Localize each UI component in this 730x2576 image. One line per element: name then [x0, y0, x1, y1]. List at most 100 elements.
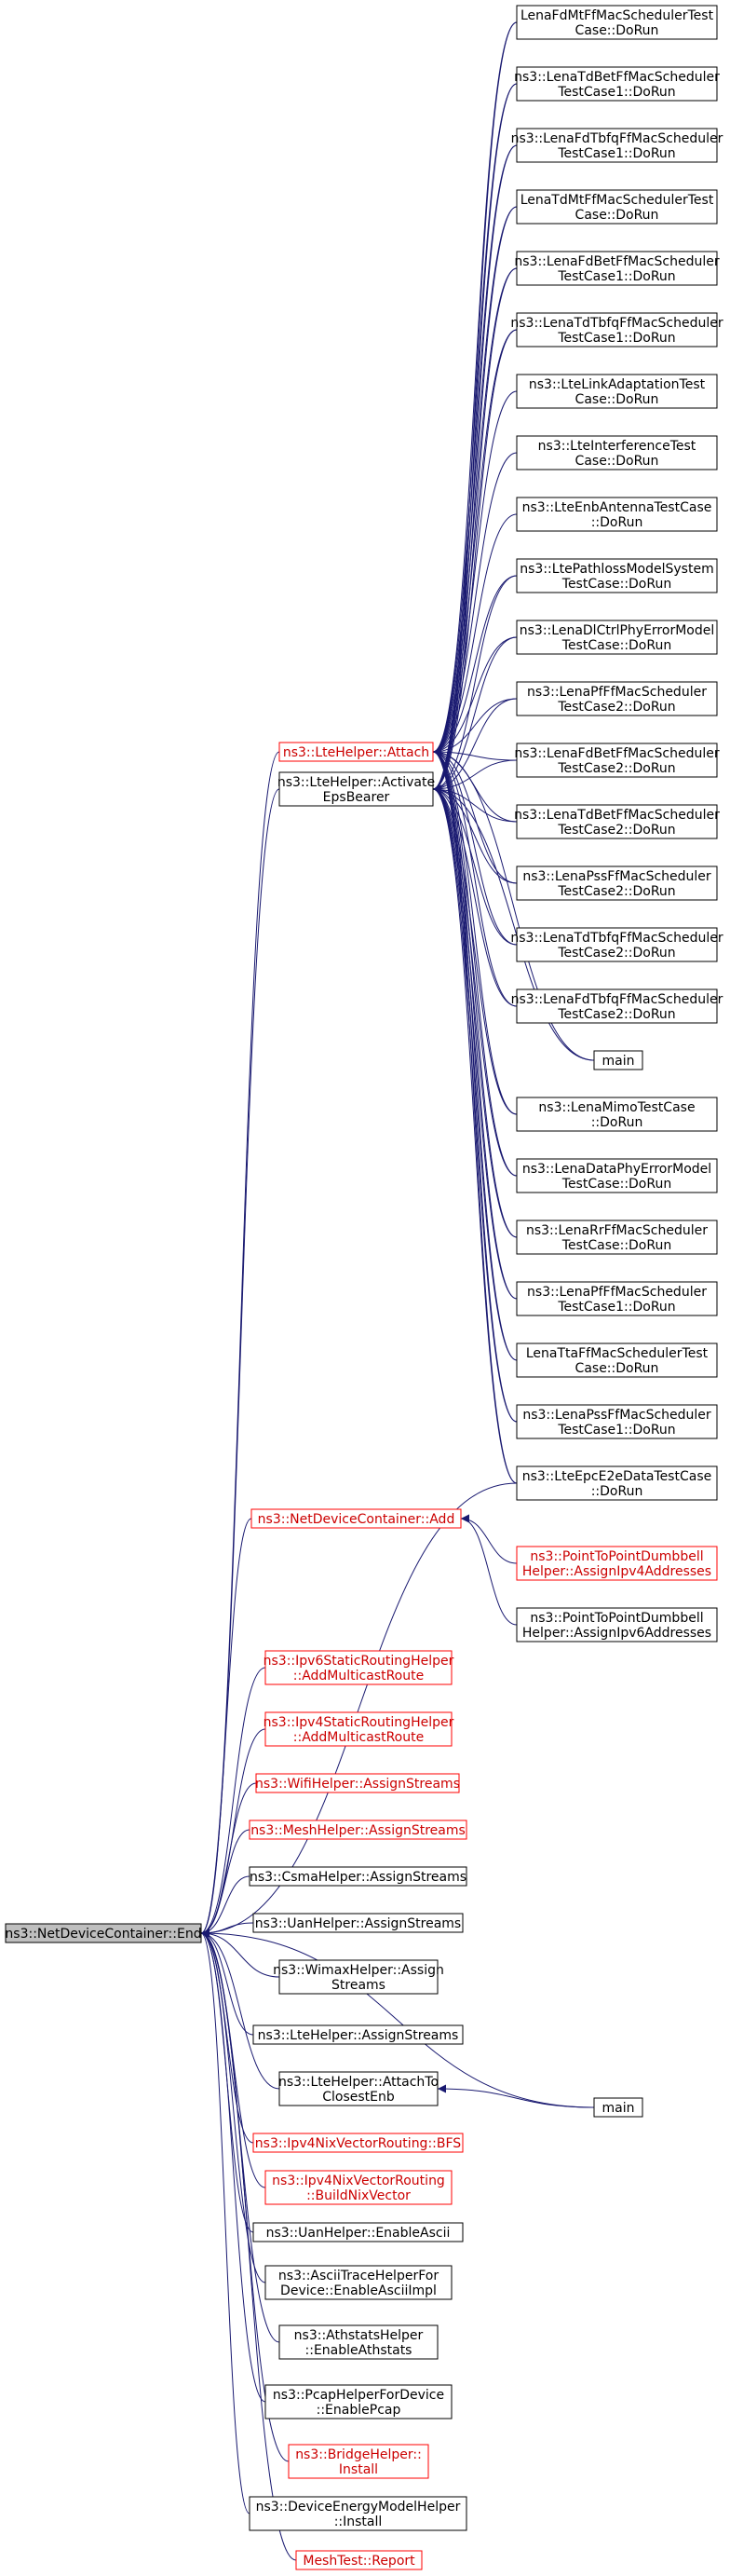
node-box — [516, 1281, 718, 1316]
node-label: ns3::LteHelper::AttachTo — [278, 2075, 439, 2090]
node-box — [264, 2384, 453, 2419]
node-ns3-ipv4nixvectorrouting-buildnixvector[interactable]: ns3::Ipv4NixVectorRouting::BuildNixVecto… — [264, 2170, 453, 2205]
node-ns3-pcaphelperfordevice-enablepcap[interactable]: ns3::PcapHelperForDevice::EnablePcap — [264, 2384, 453, 2419]
node-ns3-ipv4staticroutinghelper-addmulticastroute[interactable]: ns3::Ipv4StaticRoutingHelper::AddMultica… — [264, 1711, 454, 1747]
node-ns3-lenafdbetffmacscheduler-testcase1-dorun[interactable]: ns3::LenaFdBetFfMacSchedulerTestCase1::D… — [514, 251, 720, 286]
node-label: TestCase2::DoRun — [557, 884, 675, 899]
node-label: TestCase1::DoRun — [557, 1300, 675, 1315]
node-label: ns3::LteHelper::Attach — [283, 745, 429, 760]
node-box — [516, 1607, 718, 1642]
node-ns3-ltehelper-assignstreams[interactable]: ns3::LteHelper::AssignStreams — [252, 2024, 464, 2045]
edge-root-main2 — [200, 1929, 595, 2108]
edge-activate-t5 — [432, 267, 518, 794]
edge-attach-t13 — [432, 747, 518, 761]
node-ns3-wimaxhelper-assign-streams[interactable]: ns3::WimaxHelper::AssignStreams — [273, 1959, 444, 1995]
node-main[interactable]: main — [593, 2097, 643, 2118]
edge-activate-t15 — [432, 784, 518, 884]
node-box — [516, 927, 718, 962]
node-main[interactable]: main — [593, 1050, 643, 1070]
node-label: ns3::AsciiTraceHelperFor — [278, 2269, 439, 2283]
node-ns3-wifihelper-assignstreams[interactable]: ns3::WifiHelper::AssignStreams — [255, 1773, 460, 1793]
node-label: TestCase2::DoRun — [557, 1007, 675, 1022]
node-ns3-ipv6staticroutinghelper-addmulticastroute[interactable]: ns3::Ipv6StaticRoutingHelper::AddMultica… — [264, 1650, 454, 1685]
node-label: ns3::MeshHelper::AssignStreams — [250, 1823, 466, 1838]
node-ns3-lenapfffmacscheduler-testcase2-dorun[interactable]: ns3::LenaPfFfMacSchedulerTestCase2::DoRu… — [516, 681, 718, 716]
node-label: ns3::LenaFdBetFfMacScheduler — [514, 254, 719, 269]
node-ns3-athstatshelper-enableathstats[interactable]: ns3::AthstatsHelper::EnableAthstats — [278, 2324, 439, 2360]
node-ns3-lenapssffmacscheduler-testcase2-dorun[interactable]: ns3::LenaPssFfMacSchedulerTestCase2::DoR… — [516, 865, 718, 901]
node-ns3-lenadataphyerrormodel-testcase-dorun[interactable]: ns3::LenaDataPhyErrorModelTestCase::DoRu… — [516, 1158, 718, 1193]
edge-activate-t18 — [432, 784, 518, 1115]
node-label: ::EnableAthstats — [305, 2343, 412, 2358]
edge-activate-t23 — [432, 784, 518, 1423]
node-meshtest-report[interactable]: MeshTest::Report — [295, 2550, 423, 2570]
node-box — [516, 1158, 718, 1193]
node-ns3-pointtopointdumbbell-helper-assignipv4addresses[interactable]: ns3::PointToPointDumbbellHelper::AssignI… — [516, 1546, 718, 1581]
node-ns3-meshhelper-assignstreams[interactable]: ns3::MeshHelper::AssignStreams — [249, 1820, 467, 1840]
node-label: ns3::LenaTdTbfqFfMacScheduler — [510, 931, 723, 946]
node-ns3-lenadlctrlphyerrormodel-testcase-dorun[interactable]: ns3::LenaDlCtrlPhyErrorModelTestCase::Do… — [516, 620, 718, 655]
edge-activate-t2 — [432, 83, 518, 794]
node-ns3-lteepce2edatatestcase-dorun[interactable]: ns3::LteEpcE2eDataTestCase::DoRun — [516, 1465, 718, 1501]
edge-activate-t12 — [432, 698, 518, 794]
node-ns3-lenafdbetffmacscheduler-testcase2-dorun[interactable]: ns3::LenaFdBetFfMacSchedulerTestCase2::D… — [514, 743, 720, 778]
node-ns3-lenatdtbfqffmacscheduler-testcase1-dorun[interactable]: ns3::LenaTdTbfqFfMacSchedulerTestCase1::… — [510, 312, 723, 348]
node-ns3-ltehelper-attach[interactable]: ns3::LteHelper::Attach — [278, 742, 434, 762]
node-ns3-lenatdtbfqffmacscheduler-testcase2-dorun[interactable]: ns3::LenaTdTbfqFfMacSchedulerTestCase2::… — [510, 927, 723, 962]
node-label: Case::DoRun — [575, 23, 659, 38]
node-label: ns3::LenaTdBetFfMacScheduler — [514, 808, 720, 823]
node-box — [249, 1866, 467, 1887]
node-box — [516, 681, 718, 716]
node-ns3-lenapssffmacscheduler-testcase1-dorun[interactable]: ns3::LenaPssFfMacSchedulerTestCase1::DoR… — [516, 1404, 718, 1439]
edge-root-ipv6s — [200, 1667, 266, 1938]
edge-activate-t6 — [432, 329, 518, 794]
node-box — [250, 1508, 462, 1529]
node-ns3-pointtopointdumbbell-helper-assignipv6addresses[interactable]: ns3::PointToPointDumbbellHelper::AssignI… — [516, 1607, 718, 1642]
node-box — [249, 1820, 467, 1840]
node-ns3-lenatdbetffmacscheduler-testcase2-dorun[interactable]: ns3::LenaTdBetFfMacSchedulerTestCase2::D… — [514, 804, 720, 839]
node-ns3-ipv4nixvectorrouting-bfs[interactable]: ns3::Ipv4NixVectorRouting::BFS — [252, 2133, 464, 2153]
node-ns3-lenamimotestcase-dorun[interactable]: ns3::LenaMimoTestCase::DoRun — [516, 1097, 718, 1132]
node-label: ns3::AthstatsHelper — [294, 2328, 424, 2343]
node-ns3-lenapfffmacscheduler-testcase1-dorun[interactable]: ns3::LenaPfFfMacSchedulerTestCase1::DoRu… — [516, 1281, 718, 1316]
node-ns3-bridgehelper-install[interactable]: ns3::BridgeHelper::Install — [288, 2444, 429, 2479]
node-ns3-netdevicecontainer-end: ns3::NetDeviceContainer::End — [5, 1923, 202, 1943]
node-label: ns3::LenaTdTbfqFfMacScheduler — [510, 316, 723, 331]
node-label: ns3::DeviceEnergyModelHelper — [256, 2500, 461, 2515]
node-ns3-uanhelper-assignstreams[interactable]: ns3::UanHelper::AssignStreams — [252, 1913, 464, 1933]
node-ns3-ltepathlossmodelsystem-testcase-dorun[interactable]: ns3::LtePathlossModelSystemTestCase::DoR… — [516, 558, 718, 593]
edge-activate-t10 — [432, 575, 518, 794]
node-label: MeshTest::Report — [303, 2554, 415, 2569]
node-ns3-lenatdbetffmacscheduler-testcase1-dorun[interactable]: ns3::LenaTdBetFfMacSchedulerTestCase1::D… — [514, 66, 720, 102]
node-box — [264, 1650, 453, 1685]
node-label: ns3::LteHelper::Activate — [277, 775, 435, 790]
node-label: Device::EnableAsciiImpl — [280, 2283, 437, 2298]
node-label: ::Install — [334, 2515, 383, 2529]
edge-root-activate — [200, 788, 280, 1938]
node-label: ns3::PcapHelperForDevice — [273, 2388, 444, 2403]
node-label: main — [602, 2101, 635, 2116]
node-box — [249, 2496, 467, 2531]
edge-attach-t22 — [432, 747, 518, 1361]
node-ns3-asciitracehelperfor-device-enableasciiimpl[interactable]: ns3::AsciiTraceHelperForDevice::EnableAs… — [264, 2265, 453, 2300]
edge-attach-t12 — [432, 698, 518, 756]
node-ns3-lteenbantennatestcase-dorun[interactable]: ns3::LteEnbAntennaTestCase::DoRun — [516, 497, 718, 532]
node-ns3-deviceenergymodelhelper-install[interactable]: ns3::DeviceEnergyModelHelper::Install — [249, 2496, 467, 2531]
node-ns3-csmahelper-assignstreams[interactable]: ns3::CsmaHelper::AssignStreams — [249, 1866, 467, 1887]
node-ns3-lenafdtbfqffmacscheduler-testcase1-dorun[interactable]: ns3::LenaFdTbfqFfMacSchedulerTestCase1::… — [511, 128, 723, 163]
node-ns3-uanhelper-enableascii[interactable]: ns3::UanHelper::EnableAscii — [252, 2222, 464, 2242]
edge-activate-t1 — [432, 21, 518, 794]
node-ns3-netdevicecontainer-add[interactable]: ns3::NetDeviceContainer::Add — [250, 1508, 462, 1529]
node-box — [278, 771, 434, 807]
node-ns3-lenafdtbfqffmacscheduler-testcase2-dorun[interactable]: ns3::LenaFdTbfqFfMacSchedulerTestCase2::… — [511, 988, 723, 1024]
edge-attach-t6 — [432, 329, 518, 756]
edge-activate-t21 — [432, 784, 518, 1300]
